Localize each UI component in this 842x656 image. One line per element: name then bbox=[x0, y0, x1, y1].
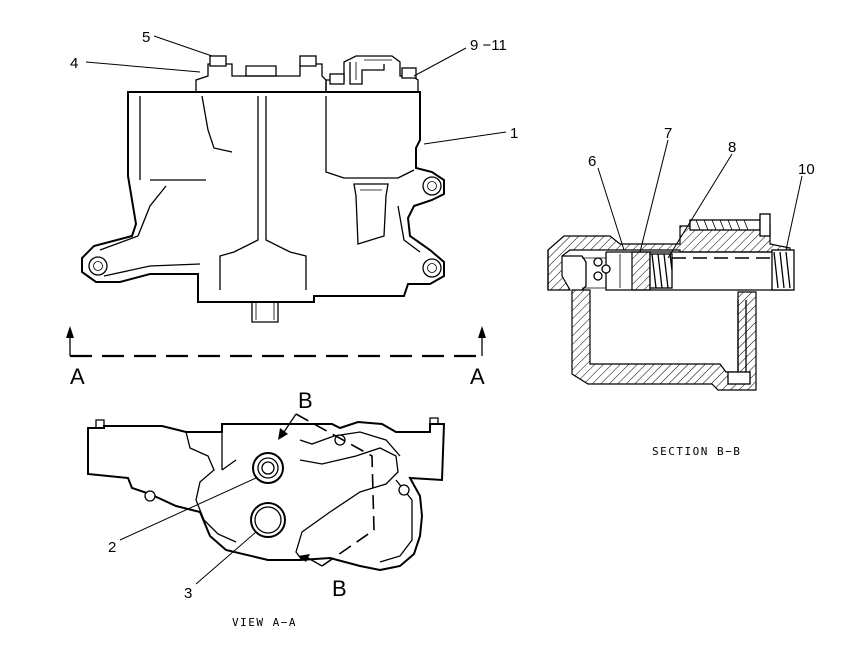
caption-view-a-a: VIEW A−A bbox=[232, 616, 297, 629]
section-b-b-leaders bbox=[597, 139, 803, 259]
bolt-icon bbox=[401, 67, 417, 79]
callout-6: 6 bbox=[588, 153, 596, 170]
callout-1: 1 bbox=[510, 125, 518, 142]
arrow-icon bbox=[278, 428, 288, 440]
callout-2: 2 bbox=[108, 539, 116, 556]
housing-side-view bbox=[81, 55, 445, 323]
mount-hole-icon bbox=[422, 258, 442, 278]
callout-3: 3 bbox=[184, 585, 192, 602]
port-2-icon bbox=[252, 452, 284, 484]
section-line-a-a bbox=[66, 326, 486, 358]
section-b-b-view bbox=[547, 213, 795, 391]
callout-8: 8 bbox=[728, 139, 736, 156]
arrow-up-icon bbox=[478, 326, 486, 338]
mount-hole-icon bbox=[422, 176, 442, 196]
section-marker-a-left: A bbox=[70, 364, 85, 389]
port-3-icon bbox=[250, 502, 286, 538]
section-line-b-b bbox=[278, 413, 375, 567]
view-a-a-leaders bbox=[119, 477, 257, 585]
bolt-icon bbox=[299, 55, 317, 67]
caption-section-b-b: SECTION B−B bbox=[652, 445, 741, 458]
callout-4: 4 bbox=[70, 55, 78, 72]
callout-5: 5 bbox=[142, 29, 150, 46]
arrow-up-icon bbox=[66, 326, 74, 338]
bolt-icon bbox=[689, 213, 771, 237]
callout-10: 10 bbox=[798, 161, 815, 178]
housing-view-a-a bbox=[87, 417, 446, 572]
section-marker-b-bottom: B bbox=[332, 576, 347, 601]
mount-hole-icon bbox=[144, 490, 156, 502]
plug-icon bbox=[771, 249, 795, 291]
arrow-icon bbox=[298, 554, 310, 562]
spring-icon bbox=[649, 253, 673, 289]
callout-9-11: 9 −11 bbox=[470, 37, 507, 54]
mount-hole-icon bbox=[398, 484, 410, 496]
side-view-leaders bbox=[85, 35, 507, 145]
section-marker-b-top: B bbox=[298, 388, 313, 413]
section-marker-a-right: A bbox=[470, 364, 485, 389]
callout-7: 7 bbox=[664, 125, 672, 142]
mount-hole-icon bbox=[88, 256, 108, 276]
bolt-icon bbox=[209, 55, 227, 67]
